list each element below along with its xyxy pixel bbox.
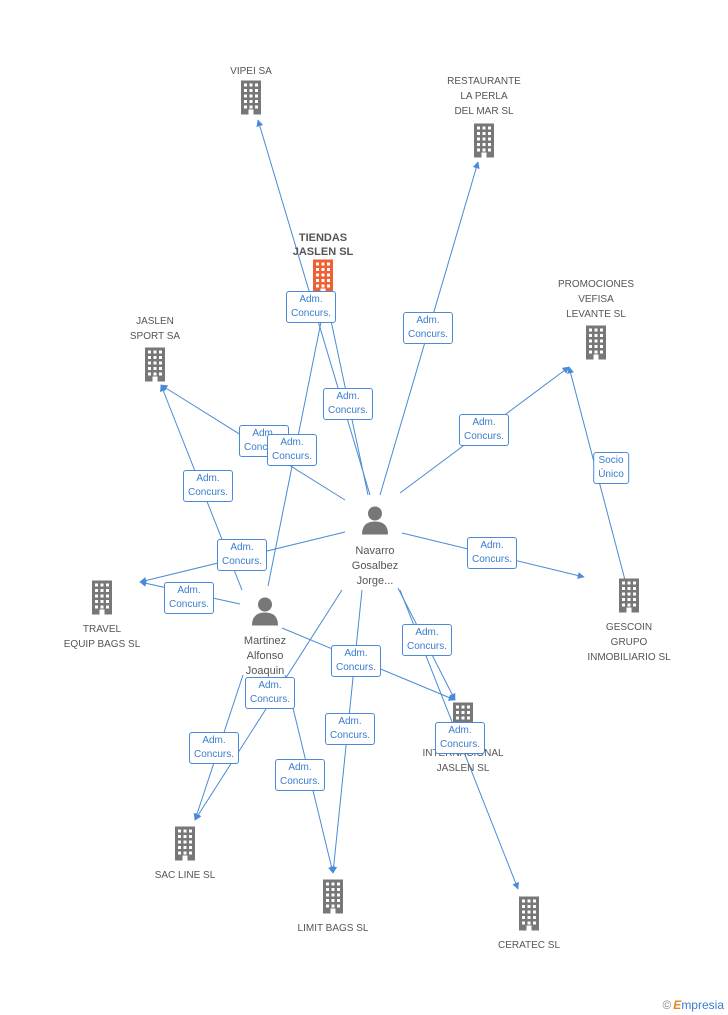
edge-label-navarro-vipei[interactable]: Adm. Concurs.	[285, 291, 337, 323]
node-label-limit_bags: LIMIT BAGS SL	[297, 923, 369, 934]
edge-label-navarro-promociones[interactable]: Adm. Concurs.	[458, 414, 510, 446]
node-icon-wrap[interactable]	[239, 80, 263, 120]
node-icon-wrap[interactable]	[472, 123, 496, 163]
edge-label-navarro-sac_line[interactable]: Adm. Concurs.	[401, 624, 453, 656]
node-icon-wrap[interactable]	[143, 347, 167, 387]
brand-name: mpresia	[681, 998, 724, 1012]
building-icon	[313, 259, 333, 294]
node-label-navarro: Navarro Gosalbez Jorge...	[351, 545, 399, 587]
copyright-symbol: ©	[662, 998, 672, 1012]
building-icon	[323, 879, 343, 914]
node-label-jaslen_sport: JASLEN SPORT SA	[129, 316, 181, 342]
edge-label-navarro-ceratec[interactable]: Adm. Concurs.	[163, 582, 215, 614]
edge-label-martinez-travel[interactable]: Adm. Concurs.	[324, 713, 376, 745]
node-label-martinez: Martinez Alfonso Joaquin	[243, 635, 287, 677]
node-label-gescoin: GESCOIN GRUPO INMOBILIARIO SL	[587, 622, 671, 663]
node-label-sac_line: SAC LINE SL	[154, 870, 216, 881]
node-icon-wrap[interactable]	[311, 259, 335, 299]
edge-label-martinez-jaslen_sport[interactable]: Adm. Concurs.	[434, 722, 486, 754]
node-icon-wrap[interactable]	[173, 826, 197, 866]
edge-label-gescoin-promociones[interactable]: Socio Único	[593, 452, 629, 484]
node-label-restaurante: RESTAURANTE LA PERLA DEL MAR SL	[447, 76, 521, 117]
node-label-travel: TRAVEL EQUIP BAGS SL	[63, 624, 141, 650]
building-icon	[519, 896, 539, 931]
node-icon-wrap[interactable]	[90, 580, 114, 620]
building-icon	[619, 578, 639, 613]
building-icon	[241, 80, 261, 115]
node-icon-wrap[interactable]	[321, 879, 345, 919]
building-icon	[474, 123, 494, 158]
edge-label-navarro-limit_bags[interactable]: Adm. Concurs.	[466, 537, 518, 569]
edge-label-navarro-restaurante[interactable]: Adm. Concurs.	[402, 312, 454, 344]
building-icon	[175, 826, 195, 861]
building-icon	[586, 325, 606, 360]
edge-label-navarro-travel[interactable]: Adm. Concurs.	[266, 434, 318, 466]
node-icon-wrap[interactable]	[250, 596, 280, 631]
node-icon-wrap[interactable]	[584, 325, 608, 365]
edge-label-navarro-gescoin[interactable]: Adm. Concurs.	[182, 470, 234, 502]
node-label-vipei: VIPEI SA	[230, 66, 272, 77]
node-label-ceratec: CERATEC SL	[497, 940, 561, 951]
person-icon	[362, 506, 388, 535]
building-icon	[92, 580, 112, 615]
brand-logo: ©Empresia	[662, 998, 724, 1012]
edge-label-martinez-sac_line[interactable]: Adm. Concurs.	[188, 732, 240, 764]
person-icon	[252, 597, 278, 626]
edge-label-martinez-internacional[interactable]: Adm. Concurs.	[244, 677, 296, 709]
building-icon	[145, 347, 165, 382]
edge-label-martinez-limit_bags[interactable]: Adm. Concurs.	[274, 759, 326, 791]
edge-label-martinez-tiendas[interactable]: Adm. Concurs.	[330, 645, 382, 677]
edge-label-navarro-internacional[interactable]: Adm. Concurs.	[216, 539, 268, 571]
node-label-promociones: PROMOCIONES VEFISA LEVANTE SL	[557, 279, 635, 320]
edge-label-navarro-tiendas[interactable]: Adm. Concurs.	[322, 388, 374, 420]
brand-first-letter: E	[673, 998, 682, 1012]
node-icon-wrap[interactable]	[617, 578, 641, 618]
node-icon-wrap[interactable]	[517, 896, 541, 936]
node-label-tiendas: TIENDAS JASLEN SL	[292, 232, 354, 258]
node-icon-wrap[interactable]	[360, 505, 390, 540]
